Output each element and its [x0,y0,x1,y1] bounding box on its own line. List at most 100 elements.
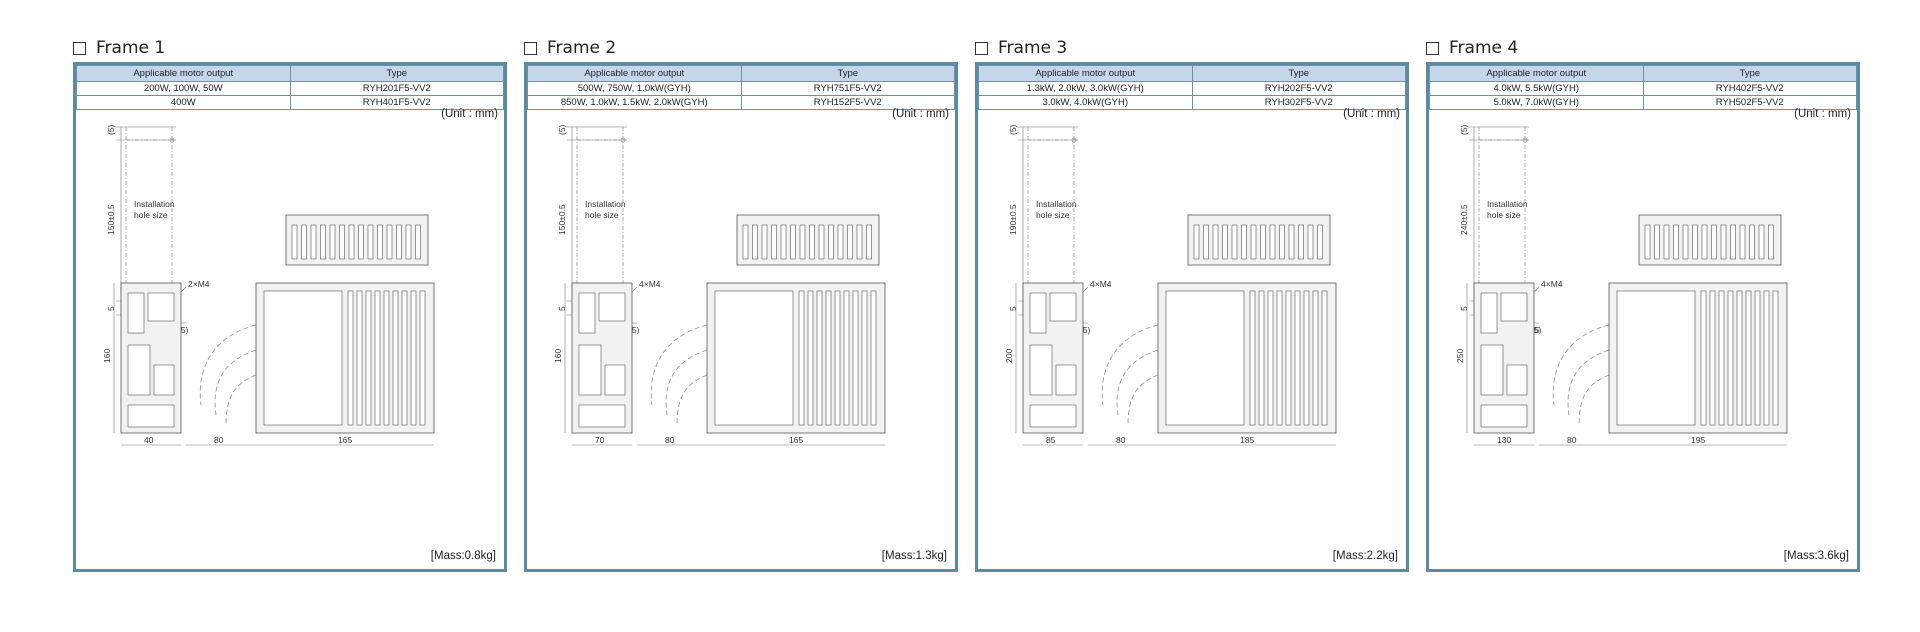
type-cell: RYH502F5-VV2 [1642,95,1857,110]
type-cell: RYH152F5-VV2 [740,95,955,110]
hole-label-line2: hole size [585,210,619,220]
spec-row: 500W, 750W, 1.0kW(GYH) RYH751F5-VV2 [527,81,955,96]
front-view: 200 85 [1004,282,1084,446]
side-view: 80 165 [186,282,435,446]
spec-header-row: Applicable motor output Type [1429,65,1857,82]
side-view: 80 165 [637,282,886,446]
dim-front-height: 160 [102,349,112,363]
dimension-drawing: (5) 240±0.5 5 Installation hole size 4×M… [1455,124,1788,446]
spec-table: Applicable motor output Type 200W, 100W,… [76,65,504,110]
hole-label-line1: Installation [1487,199,1528,209]
side-view: 80 185 [1088,282,1337,446]
dim-hole-side: (5) [629,325,640,335]
front-view: 160 70 [553,282,633,446]
frame-2-panel: Applicable motor output Type 500W, 750W,… [524,62,958,572]
dim-front-width: 130 [1497,435,1511,445]
dim-cable: 80 [665,435,675,445]
spec-header-row: Applicable motor output Type [978,65,1406,82]
frame-1-title: Frame 1 [73,38,165,58]
hole-label-line2: hole size [134,210,168,220]
frame-1-panel: Applicable motor output Type 200W, 100W,… [73,62,507,572]
header-type: Type [289,65,504,82]
dim-hole-side: (5) [1531,325,1542,335]
front-view: 160 40 [102,282,182,446]
dim-depth: 165 [338,435,352,445]
header-type: Type [1642,65,1857,82]
spec-header-row: Applicable motor output Type [76,65,504,82]
top-view [1187,214,1331,266]
dim-cable: 80 [1567,435,1577,445]
dim-depth: 165 [789,435,803,445]
dim-front-width: 70 [595,435,605,445]
dim-top: (5) [106,124,116,135]
spec-row: 1.3kW, 2.0kW, 3.0kW(GYH) RYH202F5-VV2 [978,81,1406,96]
dim-bottom: 5 [1008,306,1018,311]
checkbox-icon [975,41,988,55]
header-motor-output: Applicable motor output [527,65,742,82]
front-view: 250 130 [1455,282,1535,446]
screw-label: 4×M4 [639,279,661,289]
hole-label-line2: hole size [1036,210,1070,220]
mass-label: [Mass:3.6kg] [1783,550,1849,562]
mass-label: [Mass:2.2kg] [1332,550,1398,562]
top-view [1638,214,1782,266]
header-type: Type [1191,65,1406,82]
dim-cable: 80 [214,435,224,445]
unit-label: (Unit : mm) [1794,108,1851,120]
dim-top: (5) [1008,124,1018,135]
spec-row: 400W RYH401F5-VV2 [76,95,504,110]
dimension-drawing: (5) 150±0.5 5 Installation hole size 4×M… [553,124,886,446]
dim-hole-side: (5) [178,325,189,335]
spec-row: 3.0kW, 4.0kW(GYH) RYH302F5-VV2 [978,95,1406,110]
dim-cable: 80 [1116,435,1126,445]
top-view [285,214,429,266]
frame-3-title-text: Frame 3 [998,38,1068,58]
dim-hole-side: (5) [1080,325,1091,335]
dim-top: (5) [1459,124,1469,135]
screw-label: 2×M4 [188,279,210,289]
dim-bottom: 5 [557,306,567,311]
unit-label: (Unit : mm) [892,108,949,120]
frame-4-title: Frame 4 [1426,38,1518,58]
spec-table: Applicable motor output Type 1.3kW, 2.0k… [978,65,1406,110]
dim-front-height: 160 [553,349,563,363]
dim-height: 150±0.5 [106,204,116,235]
frame-4-title-text: Frame 4 [1449,38,1519,58]
frame-2-title: Frame 2 [524,38,616,58]
unit-label: (Unit : mm) [441,108,498,120]
screw-label: 4×M4 [1541,279,1563,289]
frame-1-title-text: Frame 1 [96,38,166,58]
spec-row: 5.0kW, 7.0kW(GYH) RYH502F5-VV2 [1429,95,1857,110]
spec-table: Applicable motor output Type 4.0kW, 5.5k… [1429,65,1857,110]
frame-3-title: Frame 3 [975,38,1067,58]
frame-2-title-text: Frame 2 [547,38,617,58]
dim-height: 190±0.5 [1008,204,1018,235]
type-cell: RYH302F5-VV2 [1191,95,1406,110]
header-motor-output: Applicable motor output [978,65,1193,82]
unit-label: (Unit : mm) [1343,108,1400,120]
checkbox-icon [73,41,86,55]
dimension-drawing: (5) 190±0.5 5 Installation hole size 4×M… [1004,124,1337,446]
hole-label-line1: Installation [585,199,626,209]
hole-label-line1: Installation [134,199,175,209]
header-motor-output: Applicable motor output [76,65,291,82]
spec-table: Applicable motor output Type 500W, 750W,… [527,65,955,110]
dim-front-width: 85 [1046,435,1056,445]
dim-bottom: 5 [106,306,116,311]
spec-header-row: Applicable motor output Type [527,65,955,82]
spec-row: 850W, 1.0kW, 1.5kW, 2.0kW(GYH) RYH152F5-… [527,95,955,110]
dimension-drawing: (5) 150±0.5 5 Installation hole size 2×M… [102,124,435,446]
hole-label-line1: Installation [1036,199,1077,209]
side-view: 80 195 [1539,282,1788,446]
hole-label-line2: hole size [1487,210,1521,220]
spec-row: 200W, 100W, 50W RYH201F5-VV2 [76,81,504,96]
dim-depth: 195 [1691,435,1705,445]
dim-height: 150±0.5 [557,204,567,235]
frame-3-panel: Applicable motor output Type 1.3kW, 2.0k… [975,62,1409,572]
dim-depth: 185 [1240,435,1254,445]
top-view [736,214,880,266]
motor-output-cell: 5.0kW, 7.0kW(GYH) [1429,95,1644,110]
dim-front-height: 250 [1455,349,1465,363]
dim-height: 240±0.5 [1459,204,1469,235]
header-motor-output: Applicable motor output [1429,65,1644,82]
